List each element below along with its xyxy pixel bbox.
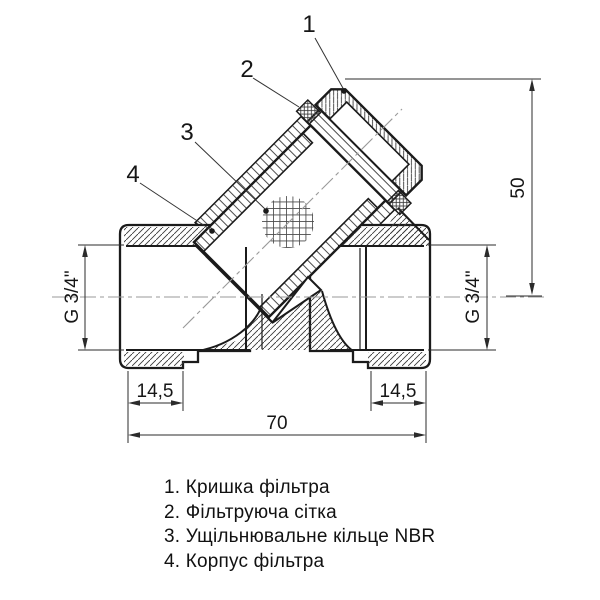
legend-item-2: 2. Фільтруюча сітка xyxy=(164,501,337,523)
legend-item-4: 4. Корпус фільтра xyxy=(164,550,325,572)
centerlines xyxy=(52,108,546,329)
dim-depth-right: 14,5 xyxy=(380,381,417,402)
callout-1: 1 xyxy=(302,11,315,38)
dimension-labels: G 3/4" G 3/4" 50 14,5 14,5 70 xyxy=(62,177,529,434)
branch-port-junction xyxy=(352,207,429,246)
legend-item-3: 3. Ущільнювальне кільце NBR xyxy=(164,526,436,548)
callout-2: 2 xyxy=(240,56,253,83)
oring-section-upper xyxy=(295,98,322,125)
bore-lines xyxy=(126,245,424,351)
screen-wall-upper xyxy=(192,132,314,253)
dim-thread-left: G 3/4" xyxy=(62,270,83,323)
dim-height-50: 50 xyxy=(508,177,529,198)
dim-width-70: 70 xyxy=(266,413,287,434)
callout-dot-1 xyxy=(341,88,347,94)
callout-4: 4 xyxy=(126,161,139,188)
callout-dot-3 xyxy=(263,208,269,214)
filter-body-section xyxy=(118,88,432,370)
callout-3: 3 xyxy=(180,119,193,146)
dimensions xyxy=(78,78,542,443)
parts-legend: 1. Кришка фільтра 2. Фільтруюча сітка 3.… xyxy=(164,476,435,574)
callout-dot-4 xyxy=(209,228,215,234)
legend-item-1: 1. Кришка фільтра xyxy=(164,477,330,498)
oring-section-lower xyxy=(386,189,413,216)
screen-wall-lower xyxy=(258,197,379,319)
callouts: 1 2 3 4 xyxy=(126,11,347,234)
filter-mesh-symbol xyxy=(262,196,314,248)
strainer-seat xyxy=(195,245,323,324)
dim-depth-left: 14,5 xyxy=(137,381,174,402)
dim-thread-right: G 3/4" xyxy=(463,270,484,323)
